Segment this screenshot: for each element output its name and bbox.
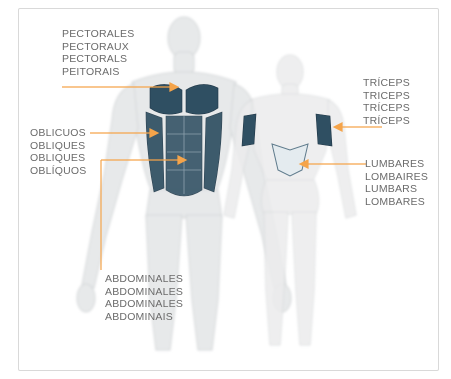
label-pectorals-es: PECTORALES [62, 28, 134, 41]
pectoral-muscle-right [186, 84, 218, 114]
label-abdominals-es: ABDOMINALES [105, 273, 183, 286]
label-lumbars-pt: LOMBARES [365, 196, 428, 209]
label-obliques-fr: OBLIQUES [30, 140, 86, 153]
label-lumbars: LUMBARES LOMBAIRES LUMBARS LOMBARES [365, 158, 428, 208]
label-triceps: TRÍCEPS TRICEPS TRÍCEPS TRÍCEPS [363, 77, 410, 127]
label-pectorals: PECTORALES PECTORAUX PECTORALS PEITORAIS [62, 28, 134, 78]
label-lumbars-en: LUMBARS [365, 183, 428, 196]
pectoral-muscle-left [150, 84, 182, 114]
label-obliques: OBLICUOS OBLIQUES OBLIQUES OBLÍQUOS [30, 127, 86, 177]
label-triceps-pt: TRÍCEPS [363, 115, 410, 128]
label-abdominals-fr: ABDOMINALES [105, 286, 183, 299]
label-obliques-es: OBLICUOS [30, 127, 86, 140]
label-lumbars-fr: LOMBAIRES [365, 171, 428, 184]
label-triceps-fr: TRICEPS [363, 90, 410, 103]
triceps-muscle-right [316, 114, 332, 146]
label-abdominals-en: ABDOMINALES [105, 298, 183, 311]
label-triceps-en: TRÍCEPS [363, 102, 410, 115]
label-lumbars-es: LUMBARES [365, 158, 428, 171]
label-abdominals: ABDOMINALES ABDOMINALES ABDOMINALES ABDO… [105, 273, 183, 323]
label-obliques-en: OBLIQUES [30, 152, 86, 165]
label-abdominals-pt: ABDOMINAIS [105, 311, 183, 324]
label-triceps-es: TRÍCEPS [363, 77, 410, 90]
label-pectorals-en: PECTORALS [62, 53, 134, 66]
label-pectorals-fr: PECTORAUX [62, 41, 134, 54]
label-obliques-pt: OBLÍQUOS [30, 165, 86, 178]
triceps-muscle-left [242, 114, 256, 146]
label-pectorals-pt: PEITORAIS [62, 66, 134, 79]
